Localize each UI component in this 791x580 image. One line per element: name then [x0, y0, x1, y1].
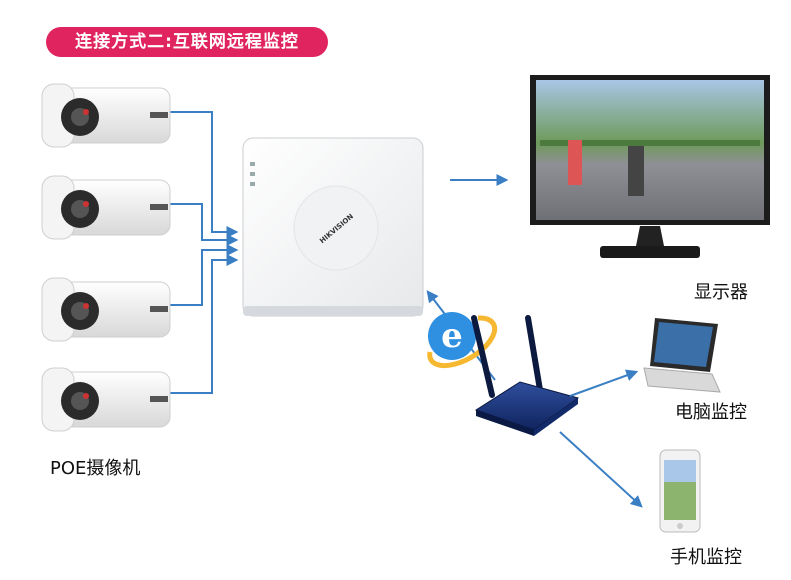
cameras-label: POE摄像机	[50, 458, 141, 479]
phone-label: 手机监控	[670, 547, 742, 568]
camera-links	[170, 111, 239, 394]
nvr-recorder: HIKVISION	[242, 137, 424, 317]
monitor-label: 显示器	[694, 282, 748, 303]
smartphone	[659, 449, 701, 533]
wifi-router	[471, 315, 580, 436]
title-badge: 连接方式二:互联网远程监控	[46, 27, 328, 57]
poe-camera	[41, 175, 171, 240]
laptop	[643, 318, 721, 393]
router-phone-link	[559, 431, 643, 508]
laptop-label: 电脑监控	[675, 402, 747, 423]
internet-explorer-icon: e	[427, 312, 498, 369]
poe-camera	[41, 367, 171, 432]
poe-camera	[41, 277, 171, 342]
svg-text:e: e	[441, 316, 463, 356]
router-laptop-link	[569, 369, 639, 397]
poe-camera	[41, 83, 171, 148]
monitor	[530, 75, 770, 258]
